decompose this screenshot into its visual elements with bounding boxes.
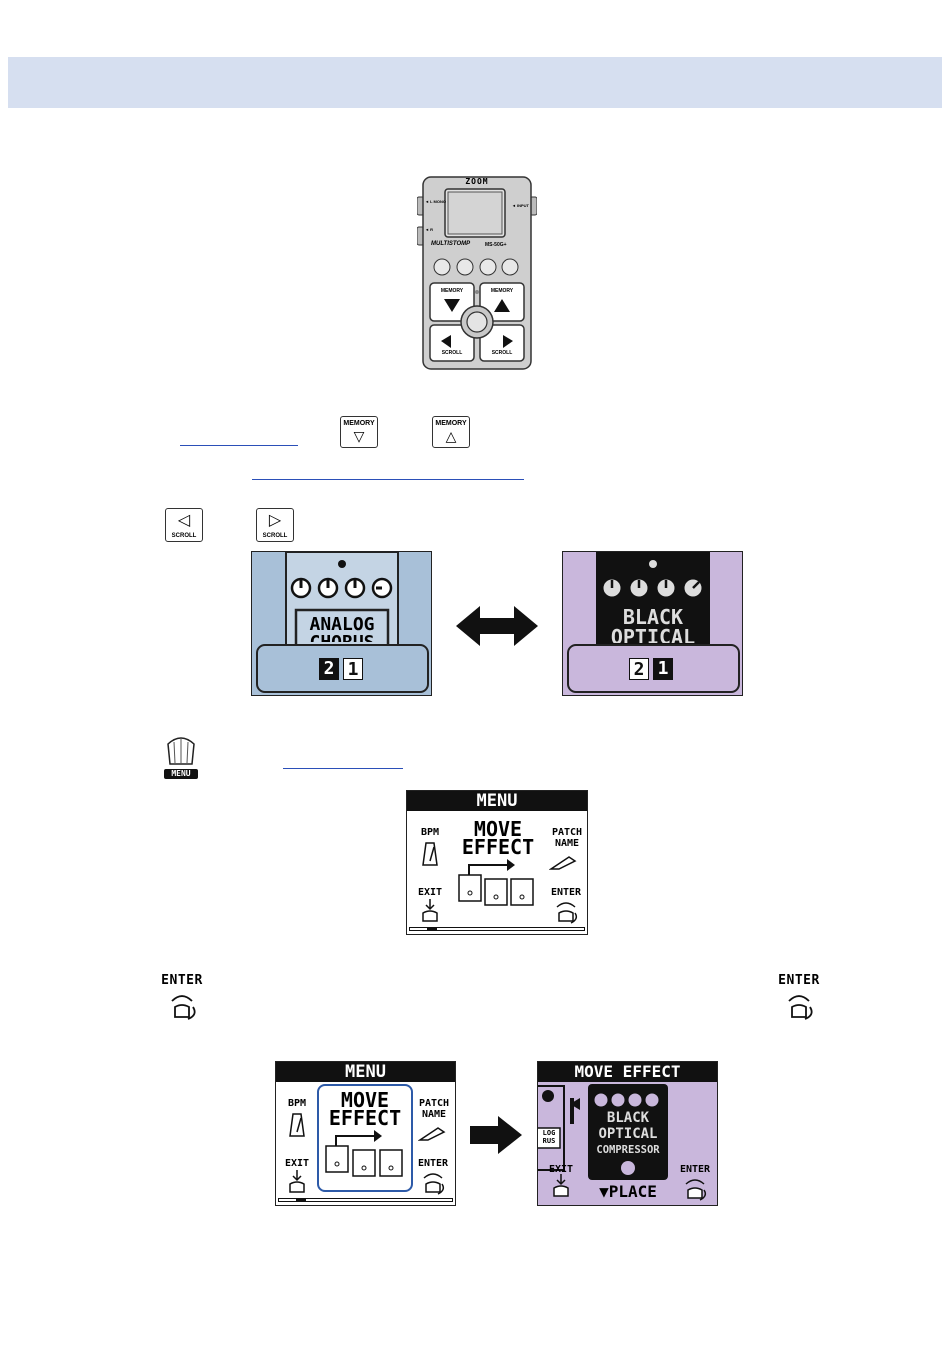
menu-exit-label: EXIT — [284, 1158, 310, 1169]
effect-name-line-1: ANALOG — [309, 614, 375, 635]
move-effect-screen: MOVE EFFECT LOG RUS BLACK OPTICAL COMPRE… — [537, 1061, 718, 1206]
menu-key-label: MENU — [164, 769, 198, 779]
enter-switch-icon-left: ENTER — [156, 973, 208, 1023]
link-underline-2[interactable] — [252, 479, 524, 480]
move-effect-icon — [458, 859, 534, 906]
move-exit-label: EXIT — [548, 1164, 574, 1175]
selection-highlight-box — [317, 1084, 413, 1192]
menu-scrollbar — [409, 927, 585, 931]
menu-knob-icon: MENU — [164, 734, 198, 780]
effect-position-number-2: 2 — [629, 658, 649, 680]
device-memory-left-label: MEMORY — [440, 288, 464, 294]
menu-screen: MENU BPM MOVE EFFECT PATCH NAME EXIT ENT… — [406, 790, 588, 935]
device-scroll-right-label: SCROLL — [491, 350, 513, 356]
menu-item-patch-line-2: NAME — [554, 838, 580, 849]
move-effect-title: MOVE EFFECT — [538, 1062, 717, 1082]
enter-footswitch-icon — [685, 1179, 707, 1201]
scroll-right-key-label: SCROLL — [262, 533, 288, 539]
enter-icon-label: ENTER — [778, 973, 820, 988]
metronome-icon — [289, 1113, 305, 1137]
menu-item-patch-line-1: PATCH — [551, 827, 583, 838]
enter-switch-icon-right: ENTER — [773, 973, 825, 1023]
device-illustration: ZOOM ◄ L MONO ◄ R ◄ INPUT MULTISTOMP MS-… — [416, 175, 538, 371]
effect-screen-analog-chorus: ANALOG CHORUS 2 1 — [251, 551, 432, 696]
effect-position-number-2: 2 — [319, 658, 339, 680]
side-effect-fragment-line-1: LOG — [542, 1129, 556, 1137]
menu-item-patch-line-2: NAME — [421, 1109, 447, 1120]
effect-position-number-1: 1 — [653, 658, 673, 680]
menu-item-bpm: BPM — [420, 827, 440, 838]
double-arrow-icon — [456, 606, 538, 646]
scroll-left-key-label: SCROLL — [171, 533, 197, 539]
effect-name-line-2: OPTICAL — [610, 626, 696, 643]
memory-up-key-label: MEMORY — [435, 420, 467, 427]
memory-up-key-icon: MEMORY △ — [432, 416, 470, 448]
device-model: MS-50G+ — [485, 242, 507, 248]
memory-down-key-icon: MEMORY ▽ — [340, 416, 378, 448]
effect-name-line-2: CHORUS — [296, 633, 388, 642]
menu-enter-label: ENTER — [550, 887, 582, 898]
metronome-icon — [422, 842, 438, 866]
effect-screen-black-optical: BLACK OPTICAL 2 1 — [562, 551, 743, 696]
pen-icon — [549, 856, 577, 870]
down-triangle-icon: ▽ — [353, 428, 365, 444]
effect-name-line-1: BLACK — [622, 605, 684, 629]
exit-footswitch-icon — [422, 899, 438, 922]
enter-footswitch-icon — [423, 1173, 445, 1195]
effect-position-number-1: 1 — [343, 658, 363, 680]
move-enter-label: ENTER — [679, 1164, 711, 1175]
section-header-band — [8, 57, 942, 108]
enter-footswitch-icon — [556, 902, 578, 924]
menu-title: MENU — [407, 791, 587, 811]
menu-scrollbar-thumb — [296, 1198, 306, 1202]
menu-scrollbar-thumb — [427, 927, 437, 931]
right-triangle-icon: ▷ — [268, 512, 282, 529]
move-effect-icon — [325, 1130, 403, 1177]
device-left-jack-r: ◄ R — [425, 227, 433, 232]
link-underline-3[interactable] — [283, 768, 403, 769]
menu-item-move-line-1: MOVE — [340, 1088, 390, 1112]
left-triangle-icon: ◁ — [177, 512, 191, 529]
move-effect-name-line-3: COMPRESSOR — [596, 1144, 660, 1156]
effect-pedal-icon — [538, 1084, 668, 1180]
menu-item-move-line-2: EFFECT — [328, 1106, 402, 1130]
device-scroll-left-label: SCROLL — [441, 350, 463, 356]
menu-item-move-line-1: MOVE — [473, 817, 523, 841]
right-arrow-icon — [470, 1116, 522, 1154]
menu-exit-label: EXIT — [417, 887, 443, 898]
menu-item-patch-line-1: PATCH — [418, 1098, 450, 1109]
enter-icon-label: ENTER — [161, 973, 203, 988]
side-effect-fragment-line-2: RUS — [542, 1137, 556, 1145]
device-memory-right-label: MEMORY — [490, 288, 514, 294]
move-effect-name-line-2: OPTICAL — [598, 1126, 658, 1142]
menu-screen-highlighted: MENU BPM MOVE EFFECT PATCH NAME EXIT ENT… — [275, 1061, 456, 1206]
menu-enter-label: ENTER — [417, 1158, 449, 1169]
pen-icon — [418, 1127, 446, 1141]
scroll-left-key-icon: ◁ SCROLL — [165, 508, 203, 542]
menu-item-move-line-2: EFFECT — [461, 835, 535, 859]
exit-footswitch-icon — [289, 1170, 305, 1193]
scroll-right-key-icon: ▷ SCROLL — [256, 508, 294, 542]
memory-down-key-label: MEMORY — [343, 420, 375, 427]
menu-title: MENU — [276, 1062, 455, 1082]
device-input-jack: ◄ INPUT — [511, 203, 529, 208]
menu-scrollbar — [278, 1198, 453, 1202]
exit-footswitch-icon — [553, 1174, 569, 1197]
link-underline-1[interactable] — [180, 445, 298, 446]
menu-item-bpm: BPM — [287, 1098, 307, 1109]
up-triangle-icon: △ — [445, 428, 457, 444]
device-left-jack-l: ◄ L MONO — [425, 199, 446, 204]
place-label: ▼PLACE — [599, 1182, 657, 1201]
device-model-prefix: MULTISTOMP — [431, 241, 471, 247]
device-brand: ZOOM — [465, 177, 489, 186]
move-effect-name-line-1: BLACK — [606, 1110, 650, 1126]
